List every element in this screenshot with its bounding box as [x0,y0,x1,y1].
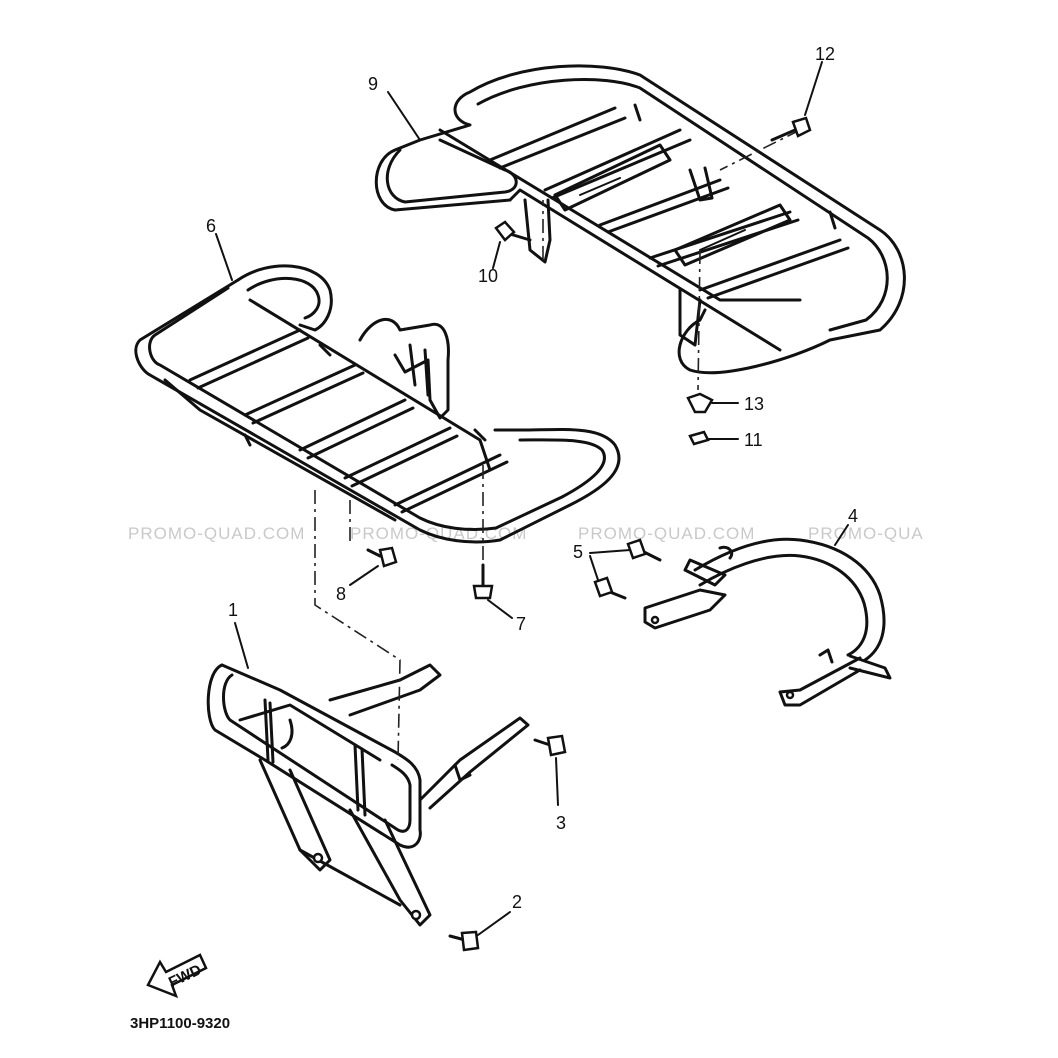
diagram-code: 3HP1100-9320 [130,1015,230,1032]
callout-3: 3 [556,813,566,833]
front-carrier-part-6 [134,233,621,544]
callout-10: 10 [478,266,498,286]
watermark-3: PROMO-QUAD.COM [578,524,755,543]
bolt-part-8 [349,546,398,586]
bolt-part-12 [770,61,823,142]
side-guard-part-4 [643,524,892,707]
callout-2: 2 [512,892,522,912]
nut-part-11 [688,430,739,446]
callout-1: 1 [228,600,238,620]
fasteners [349,61,823,952]
callout-6: 6 [206,216,216,236]
alignment-lines [314,129,801,761]
callout-11: 11 [744,430,763,450]
callout-4: 4 [848,506,858,526]
screw-part-7 [472,563,513,619]
callout-numbers: 1 2 3 4 5 6 7 8 9 10 11 12 13 [206,44,858,912]
callout-5: 5 [573,542,583,562]
callout-12: 12 [815,44,835,64]
bolts-part-5 [589,538,662,600]
bolt-part-2 [448,911,511,952]
rear-carrier-part-9 [374,64,906,375]
bolt-part-3 [533,734,567,806]
bolt-part-10 [492,220,532,269]
watermark-1: PROMO-QUAD.COM [128,524,305,543]
front-guard-part-1 [206,622,530,927]
forward-direction-icon: FWD [146,953,208,999]
callout-13: 13 [744,394,764,414]
watermark-4: PROMO-QUA [808,524,924,543]
clip-part-13 [686,392,739,414]
callout-8: 8 [336,584,346,604]
callout-9: 9 [368,74,378,94]
callout-7: 7 [516,614,526,634]
